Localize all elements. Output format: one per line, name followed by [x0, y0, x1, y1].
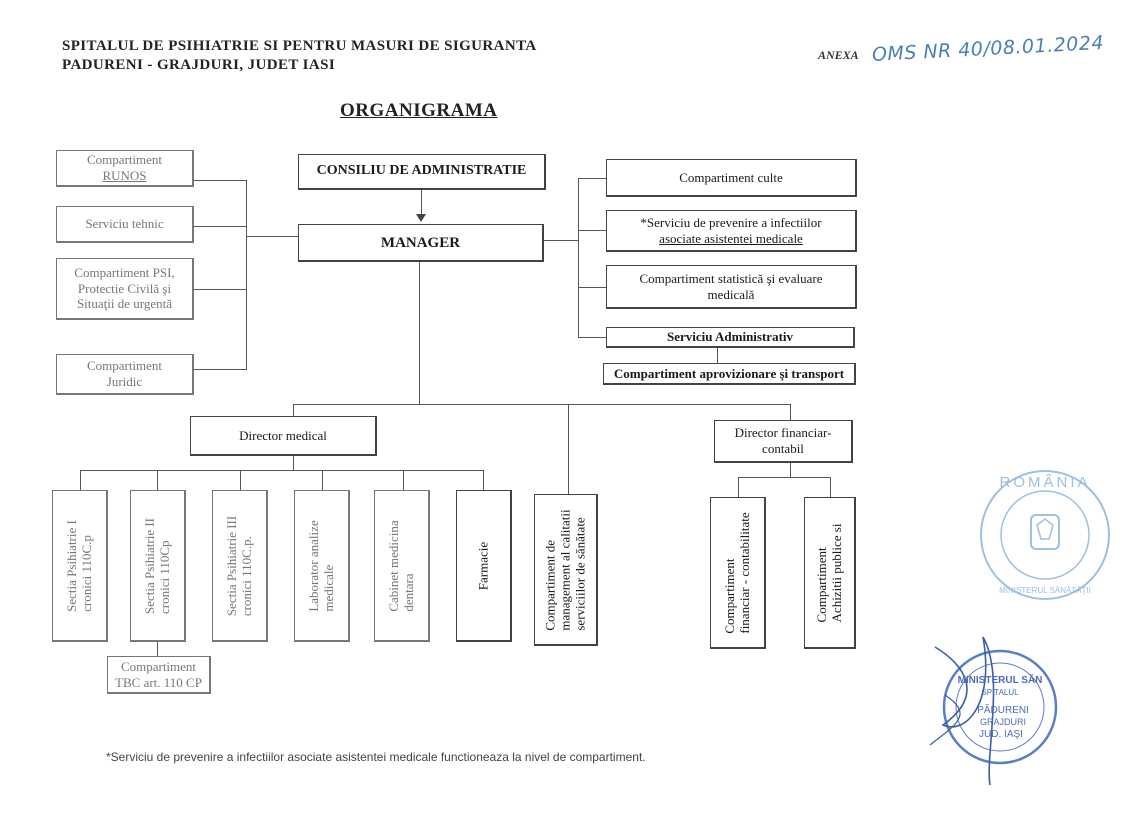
org-unit-label: management al calitatii [557, 508, 573, 631]
org-unit-label: Sectia Psihiatrie III [223, 515, 239, 616]
manager-label: MANAGER [380, 234, 461, 251]
org-unit-label: Laborator analize [305, 519, 321, 612]
medical-director-box: Director medical [190, 416, 377, 456]
org-unit-label: Compartiment [120, 658, 197, 674]
org-unit-label: Serviciu tehnic [85, 216, 164, 232]
org-unit-label: cronici 110C.p [78, 534, 94, 612]
org-unit-label: Compartiment [86, 152, 163, 168]
org-unit-label: cronici 110Cp [156, 539, 172, 614]
org-unit-label: Cabinet medicina [385, 519, 401, 612]
org-unit-label: Compartiment [86, 358, 163, 374]
page-title: ORGANIGRAMA [340, 100, 498, 121]
org-unit-label: *Serviciu de prevenire a infectiilor [640, 214, 822, 230]
org-unit-statistics: Compartiment statistică şi evaluare medi… [606, 265, 857, 309]
round-stamp-label: ROMÂNIA [999, 474, 1090, 491]
org-unit-label: Juridic [106, 374, 143, 389]
org-unit-label: Sectia Psihiatrie II [141, 517, 157, 614]
org-unit-runos: Compartiment RUNOS [56, 150, 194, 187]
org-unit-label: Serviciu Administrativ [666, 329, 794, 345]
org-unit-procurement-transport: Compartiment aprovizionare şi transport [603, 363, 856, 385]
org-unit-technical-service: Serviciu tehnic [56, 206, 194, 243]
annex-label: ANEXA [818, 48, 859, 62]
org-unit-psi-civil-protection: Compartiment PSI, Protectie Civilă şi Si… [56, 258, 194, 320]
org-unit-label: dentara [400, 572, 416, 612]
ink-stamp-signature: MINISTERUL SĂN SPITALUL PĂDURENI GRAJDUR… [925, 625, 1075, 795]
org-unit-label: Compartiment de [542, 539, 558, 631]
round-stamp-sublabel: MINISTERUL SĂNĂTĂŢII [999, 586, 1091, 595]
org-unit-label: Situaţii de urgentă [76, 296, 173, 312]
institution-name-line1: SPITALUL DE PSIHIATRIE SI PENTRU MASURI … [62, 38, 537, 54]
org-unit-label: medicale [320, 564, 336, 612]
financial-director-label: contabil [762, 441, 804, 456]
org-unit-cults: Compartiment culte [606, 159, 857, 197]
medical-unit-pharmacy: Farmacie [456, 490, 512, 642]
financial-director-box: Director financiar- contabil [714, 420, 853, 463]
ink-stamp-line: SPITALUL [981, 688, 1019, 697]
council-label: CONSILIU DE ADMINISTRATIE [316, 163, 527, 179]
org-unit-label: medicală [707, 286, 755, 302]
ink-stamp-line: JUD. IAŞI [979, 729, 1023, 740]
org-unit-label: cronici 110C.p. [238, 535, 254, 616]
manager-box: MANAGER [298, 224, 544, 262]
ink-stamp-line: PĂDURENI [977, 703, 1029, 716]
org-unit-label: RUNOS [102, 168, 147, 183]
org-unit-label: Compartiment culte [679, 169, 783, 185]
council-box: CONSILIU DE ADMINISTRATIE [298, 154, 546, 190]
org-unit-label: Achizitii publice si [828, 523, 844, 622]
org-unit-label: Compartiment [721, 558, 737, 634]
annex-handwritten-number: OMS NR 40/08.01.2024 [871, 31, 1105, 66]
org-unit-label: TBC art. 110 CP [115, 674, 202, 690]
org-unit-label: serviciilor de sănătate [571, 516, 587, 631]
org-unit-tbc: Compartiment TBC art. 110 CP [107, 656, 211, 694]
org-unit-label: Compartiment statistică şi evaluare [639, 270, 823, 286]
org-unit-label: Farmacie [475, 541, 491, 590]
org-unit-infection-prevention: *Serviciu de prevenire a infectiilor aso… [606, 210, 857, 252]
medical-director-label: Director medical [239, 427, 327, 443]
financial-director-label: Director financiar- [734, 425, 832, 441]
round-stamp-romania: ROMÂNIA MINISTERUL SĂNĂTĂŢII [975, 465, 1115, 605]
org-unit-legal: Compartiment Juridic [56, 354, 194, 395]
org-unit-label: financiar - contabilitate [736, 511, 752, 634]
org-unit-label: Compartiment PSI, [74, 265, 175, 281]
ink-stamp-line: GRAJDURI [980, 717, 1026, 727]
org-unit-label: Compartiment [813, 546, 829, 622]
org-unit-label: Protectie Civilă şi [77, 280, 172, 296]
org-unit-administrative-service: Serviciu Administrativ [606, 327, 855, 348]
ink-stamp-line: MINISTERUL SĂN [958, 673, 1043, 686]
org-unit-label: asociate asistentei medicale [659, 230, 803, 246]
org-unit-label: Compartiment aprovizionare şi transport [613, 365, 845, 381]
footnote: *Serviciu de prevenire a infectiilor aso… [106, 750, 646, 764]
institution-name-line2: PADURENI - GRAJDURI, JUDET IASI [62, 57, 336, 73]
org-unit-label: Sectia Psihiatrie I [63, 519, 79, 612]
